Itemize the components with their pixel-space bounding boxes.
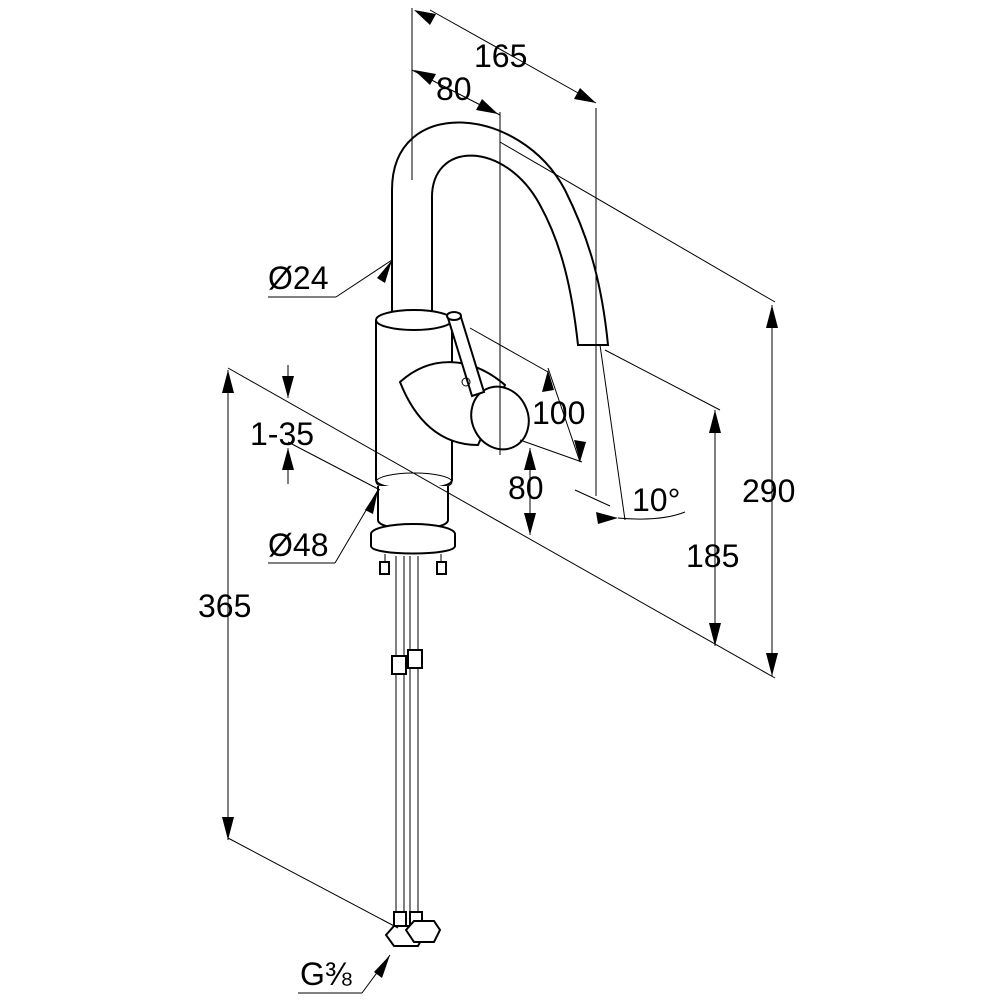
label-165: 165 <box>474 38 527 74</box>
label-100: 100 <box>532 395 585 431</box>
faucet-base <box>370 486 456 575</box>
label-thickness-range: 1-35 <box>250 416 314 452</box>
arrowheads <box>222 10 778 978</box>
label-pipe-diameter: Ø24 <box>268 260 328 296</box>
faucet-spout <box>391 121 610 346</box>
label-365: 365 <box>198 588 251 624</box>
label-290: 290 <box>742 473 795 509</box>
label-base-diameter: Ø48 <box>268 527 328 563</box>
label-80-reach: 80 <box>436 71 472 107</box>
leader-lines <box>268 259 393 994</box>
label-thread: G⅜ <box>300 956 352 992</box>
label-185: 185 <box>686 538 739 574</box>
label-80-handle: 80 <box>508 470 544 506</box>
supply-hoses <box>384 556 442 947</box>
faucet-handle <box>398 311 530 451</box>
label-angle: 10° <box>632 482 680 518</box>
